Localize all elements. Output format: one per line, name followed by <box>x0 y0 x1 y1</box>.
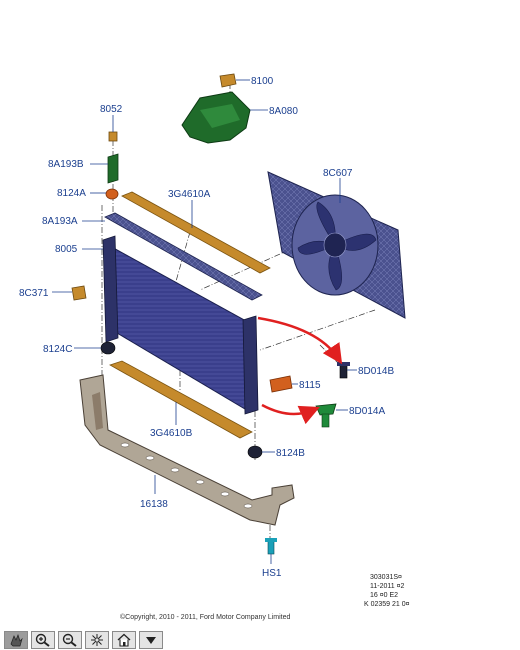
mount-insulator-8124A <box>105 188 119 200</box>
radiator-support-frame <box>79 374 295 526</box>
copyright-notice: ©Copyright, 2010 - 2011, Ford Motor Comp… <box>120 614 291 621</box>
pan-button[interactable] <box>4 631 28 649</box>
reservoir-cap <box>219 73 237 88</box>
callout-8A193A: 8A193A <box>42 216 78 227</box>
mount-insulator-8124B <box>247 445 263 459</box>
bleed-screw <box>108 131 118 142</box>
radiator-upper-strip <box>104 212 263 301</box>
callout-8124A: 8124A <box>57 188 86 199</box>
callout-HS1: HS1 <box>262 568 282 579</box>
callout-8005: 8005 <box>55 244 78 255</box>
pan-icon <box>10 633 23 647</box>
callout-3G4610A: 3G4610A <box>168 189 211 200</box>
coolant-reservoir <box>181 91 251 144</box>
callout-8100: 8100 <box>251 76 274 87</box>
callout-8124B: 8124B <box>276 448 305 459</box>
menu-down-icon <box>146 637 156 644</box>
zoom-in-button[interactable] <box>31 631 55 649</box>
clip-8D014A <box>315 403 337 428</box>
reference-line-3: 16 ¤0 E2 <box>370 592 399 599</box>
callout-16138: 16138 <box>140 499 168 510</box>
callout-8A193B: 8A193B <box>48 159 84 170</box>
zoom-in-icon <box>35 633 50 647</box>
reference-line-4: K 02359 21 0¤ <box>364 601 410 608</box>
mount-insulator-8124C <box>100 341 116 355</box>
mount-8C371 <box>71 285 87 301</box>
bracket-8A193B <box>107 153 119 184</box>
fit-button[interactable] <box>85 631 109 649</box>
callout-8C607: 8C607 <box>323 168 353 179</box>
radiator-core <box>102 235 259 415</box>
drawing-reference: 303031S¤ 11-2011 ¤2 16 ¤0 E2 K 02359 21 … <box>364 573 410 609</box>
callout-8C371: 8C371 <box>19 288 49 299</box>
exploded-parts-diagram: 8100 8A080 8052 8A193B 8124A 3G4610A 8C6… <box>19 73 406 579</box>
relocation-arrows <box>257 316 343 425</box>
home-button[interactable] <box>112 631 136 649</box>
menu-button[interactable] <box>139 631 163 649</box>
callout-8D014B: 8D014B <box>358 366 394 377</box>
callout-8A080: 8A080 <box>269 106 298 117</box>
zoom-out-button[interactable] <box>58 631 82 649</box>
leader-lines <box>52 79 357 564</box>
home-icon <box>117 633 131 647</box>
viewer-toolbar <box>0 630 520 650</box>
seal-upper <box>121 191 271 274</box>
reference-line-1: 303031S¤ <box>370 574 402 581</box>
fit-icon <box>91 634 103 646</box>
callout-3G4610B: 3G4610B <box>150 428 193 439</box>
zoom-out-icon <box>62 633 77 647</box>
fastener-HS1 <box>265 538 277 555</box>
seal-lower <box>109 360 253 439</box>
reference-line-2: 11-2011 ¤2 <box>370 583 405 590</box>
callout-8124C: 8124C <box>43 344 72 355</box>
drain-plug <box>269 375 293 393</box>
fan-shroud <box>267 171 406 319</box>
callout-8D014A: 8D014A <box>349 406 385 417</box>
callout-8115: 8115 <box>299 380 321 391</box>
clip-8D014B <box>337 362 350 379</box>
callout-8052: 8052 <box>100 104 123 115</box>
